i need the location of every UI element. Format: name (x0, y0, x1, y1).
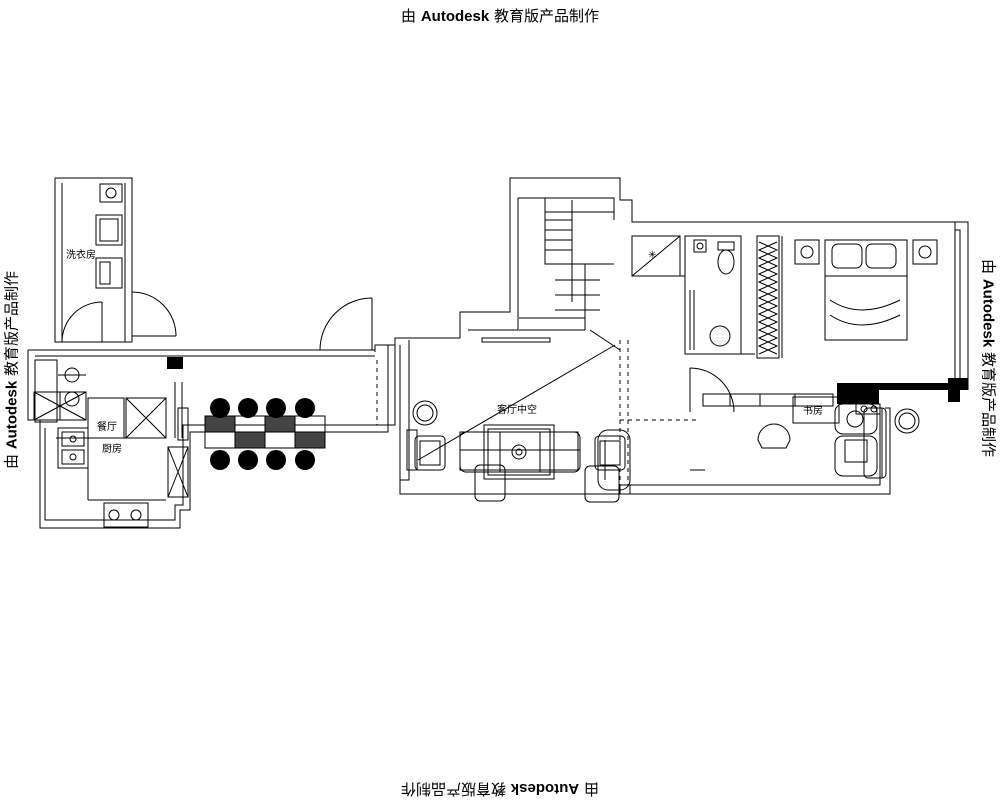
solid-walls (167, 357, 968, 404)
dining-chairs (210, 398, 315, 470)
svg-text:✳: ✳ (648, 250, 656, 261)
watermark-top: 由 Autodesk 教育版产品制作 (401, 7, 599, 25)
room-label-kitchen: 厨房 (102, 442, 122, 455)
room-label-dining: 餐厅 (97, 420, 117, 433)
bedroom (702, 235, 938, 415)
study: 书房 (629, 396, 920, 494)
dining-table (204, 398, 326, 470)
openings (376, 340, 700, 485)
dining-kitchen: 餐厅 厨房 (33, 359, 189, 528)
bathroom: ✳ (631, 235, 755, 413)
living-room: 客厅中空 (406, 344, 631, 503)
room-label-living: 客厅中空 (497, 403, 537, 416)
wardrobe-hangers (757, 241, 779, 355)
laundry-fixtures: 洗衣房 (61, 183, 177, 343)
room-label-study: 书房 (803, 404, 823, 417)
room-label-laundry: 洗衣房 (66, 248, 96, 261)
exterior-walls (27, 177, 969, 529)
stair (481, 197, 621, 351)
doors-upper (319, 297, 373, 351)
